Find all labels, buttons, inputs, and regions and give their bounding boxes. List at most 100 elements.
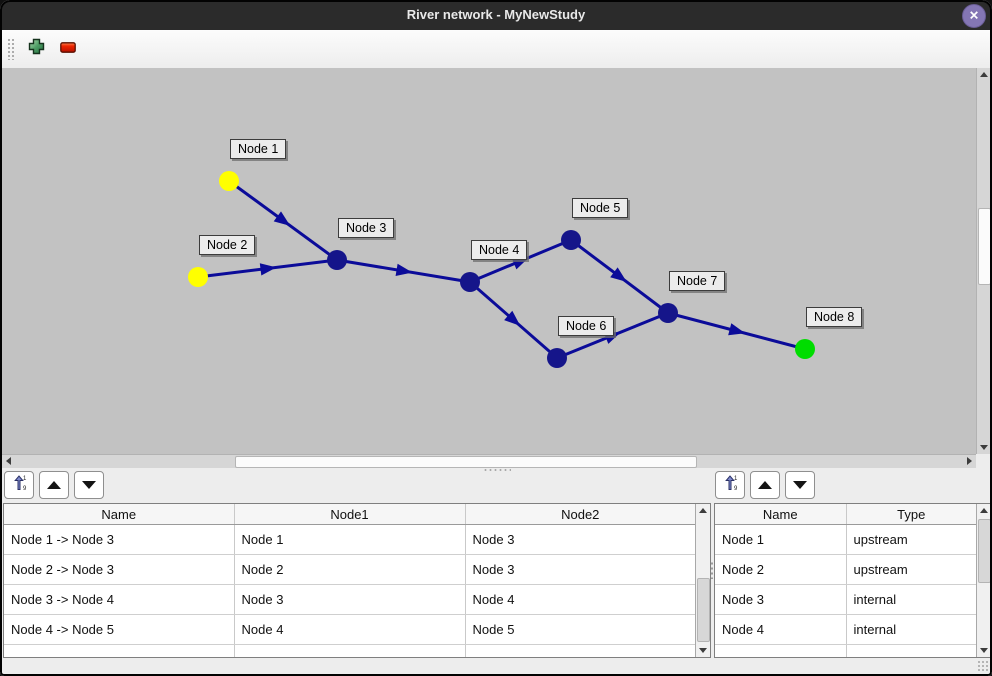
branches-sort-button[interactable]: 1 9: [4, 471, 34, 499]
table-cell[interactable]: Node 4: [465, 584, 695, 615]
column-header[interactable]: Node2: [465, 504, 695, 525]
scroll-right-icon[interactable]: [967, 457, 972, 465]
scroll-down-icon[interactable]: [980, 648, 988, 653]
graph-node[interactable]: [327, 250, 347, 270]
graph-node[interactable]: [547, 348, 567, 368]
horizontal-scroll-thumb[interactable]: [235, 456, 697, 468]
column-header[interactable]: Name: [715, 504, 847, 525]
down-arrow-icon: [793, 481, 807, 489]
graph-node[interactable]: [188, 267, 208, 287]
close-button[interactable]: ✕: [962, 4, 986, 28]
column-header[interactable]: Node1: [234, 504, 466, 525]
table-cell[interactable]: internal: [846, 614, 976, 645]
horizontal-splitter[interactable]: [2, 467, 990, 473]
table-cell[interactable]: internal: [846, 584, 976, 615]
flow-direction-arrow-icon: [504, 310, 521, 326]
up-arrow-icon: [47, 481, 61, 489]
table-cell[interactable]: Node 4: [715, 614, 847, 645]
table-cell[interactable]: Node 2 -> Node 3: [4, 554, 235, 585]
scroll-up-icon[interactable]: [980, 508, 988, 513]
window-title: River network - MyNewStudy: [406, 7, 586, 22]
scroll-thumb[interactable]: [697, 578, 710, 642]
svg-text:9: 9: [734, 486, 738, 491]
graph-node[interactable]: [219, 171, 239, 191]
nodes-sort-button[interactable]: 1 9: [715, 471, 745, 499]
scroll-down-icon[interactable]: [980, 445, 988, 450]
svg-text:1: 1: [23, 476, 27, 482]
remove-button[interactable]: [54, 35, 82, 63]
table-cell[interactable]: Node 5: [465, 614, 695, 645]
table-cell[interactable]: upstream: [846, 554, 976, 585]
scroll-down-icon[interactable]: [699, 648, 707, 653]
flow-direction-arrow-icon: [728, 323, 746, 336]
scroll-up-icon[interactable]: [980, 72, 988, 77]
node-label[interactable]: Node 1: [230, 139, 287, 159]
network-canvas[interactable]: Node 1 Node 2 Node 3 Node 4 Node 5 Node 6 Node…: [2, 68, 976, 454]
nodes-toolbar: 1 9: [715, 471, 815, 499]
canvas-horizontal-scrollbar[interactable]: [2, 454, 976, 468]
empty-row: [715, 644, 976, 657]
scroll-left-icon[interactable]: [6, 457, 11, 465]
node-label[interactable]: Node 3: [338, 218, 395, 238]
nodes-move-up-button[interactable]: [750, 471, 780, 499]
node-label[interactable]: Node 5: [572, 198, 629, 218]
column-header[interactable]: Type: [846, 504, 976, 525]
table-cell[interactable]: Node 3 -> Node 4: [4, 584, 235, 615]
branches-move-down-button[interactable]: [74, 471, 104, 499]
close-icon: ✕: [968, 8, 980, 23]
table-cell[interactable]: Node 1 -> Node 3: [4, 524, 235, 555]
scroll-thumb[interactable]: [978, 519, 991, 583]
graph-node[interactable]: [460, 272, 480, 292]
node-label[interactable]: Node 4: [471, 240, 528, 260]
nodes-move-down-button[interactable]: [785, 471, 815, 499]
toolbar-drag-handle[interactable]: [7, 38, 16, 60]
table-cell[interactable]: Node 3: [465, 554, 695, 585]
node-label[interactable]: Node 6: [558, 316, 615, 336]
table-cell[interactable]: upstream: [846, 524, 976, 555]
branches-move-up-button[interactable]: [39, 471, 69, 499]
canvas-vertical-scrollbar[interactable]: [976, 68, 991, 454]
table-cell[interactable]: Node 2: [715, 554, 847, 585]
table-cell[interactable]: Node 3: [465, 524, 695, 555]
graph-node[interactable]: [795, 339, 815, 359]
svg-text:1: 1: [734, 476, 738, 482]
node-label[interactable]: Node 2: [199, 235, 256, 255]
branches-table-scrollbar[interactable]: [695, 504, 710, 657]
river-network-graph: [188, 171, 815, 368]
vertical-scroll-thumb[interactable]: [978, 208, 991, 285]
flow-direction-arrow-icon: [610, 267, 627, 282]
window-resize-grip[interactable]: [977, 660, 988, 671]
graph-node[interactable]: [561, 230, 581, 250]
table-cell[interactable]: Node 3: [715, 584, 847, 615]
flow-direction-arrow-icon: [511, 257, 529, 270]
main-toolbar: [2, 30, 990, 69]
table-cell[interactable]: Node 4 -> Node 5: [4, 614, 235, 645]
flow-direction-arrow-icon: [259, 263, 277, 276]
titlebar[interactable]: River network - MyNewStudy ✕: [0, 0, 992, 30]
node-label[interactable]: Node 8: [806, 307, 863, 327]
nodes-table-scrollbar[interactable]: [976, 504, 991, 657]
branches-toolbar: 1 9: [4, 471, 104, 499]
scroll-up-icon[interactable]: [699, 508, 707, 513]
table-cell[interactable]: Node 1: [715, 524, 847, 555]
table-cell[interactable]: Node 4: [234, 614, 466, 645]
graph-node[interactable]: [658, 303, 678, 323]
table-cell[interactable]: Node 2: [234, 554, 466, 585]
svg-text:9: 9: [23, 486, 27, 491]
table-cell[interactable]: Node 1: [234, 524, 466, 555]
vertical-splitter[interactable]: [709, 473, 714, 656]
column-header[interactable]: Name: [4, 504, 235, 525]
add-node-button[interactable]: [22, 35, 50, 63]
table-cell[interactable]: Node 3: [234, 584, 466, 615]
node-label[interactable]: Node 7: [669, 271, 726, 291]
